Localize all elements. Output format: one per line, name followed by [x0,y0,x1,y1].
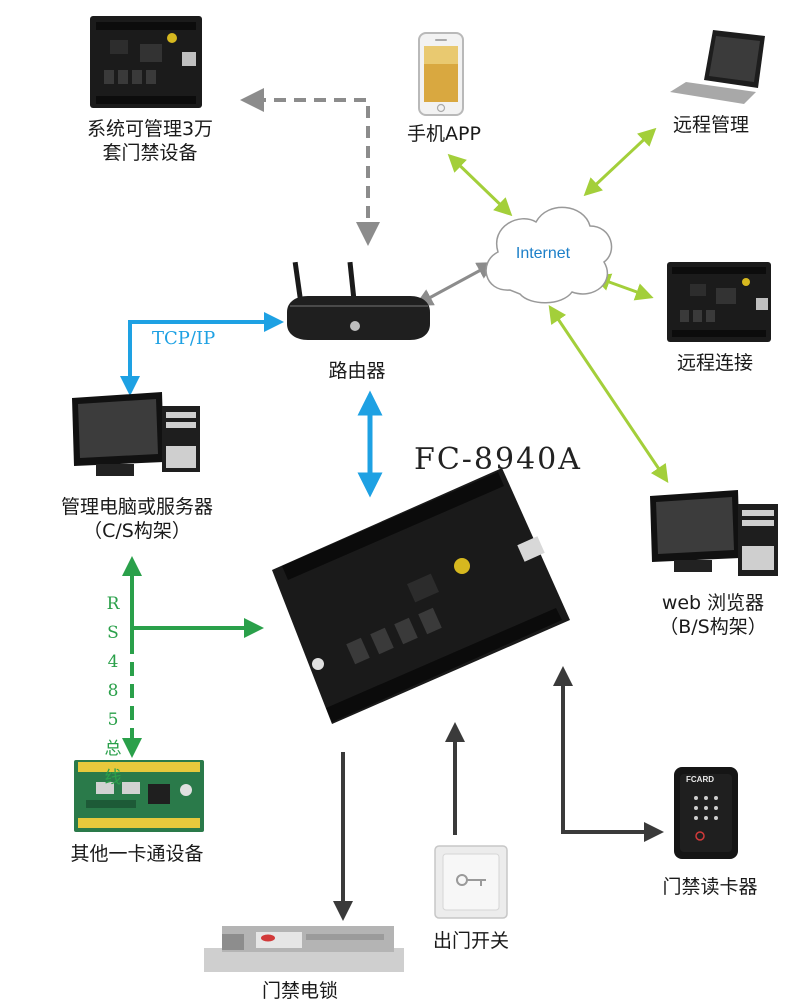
main-controller-board-icon [272,468,570,724]
management-pc-icon [72,392,200,476]
web-browser-label-line1: web 浏览器 [661,592,765,614]
remote-connect-label: 远程连接 [676,352,754,374]
internet-cloud-icon [485,206,613,304]
system-devices-label: 系统可管理3万 套门禁设备 [87,118,213,166]
exit-button-icon [434,845,508,919]
rs485-char: R [106,594,120,614]
management-pc-label-line2: （C/S构架） [83,519,191,542]
rs485-char: S [107,623,119,643]
card-reader-icon [674,767,738,859]
system-devices-label-line2: 套门禁设备 [102,141,198,164]
link-tcpip [120,312,284,396]
rs485-char: 线 [104,768,122,788]
rs485-char: 总 [104,739,122,759]
model-label: FC-8940A [414,442,582,477]
link-router-internet [414,262,496,306]
web-pc-icon [650,490,778,576]
management-pc-label-line1: 管理电脑或服务器 [60,496,214,518]
rs485-char: 4 [107,652,119,672]
remote-manage-label: 远程管理 [672,114,750,136]
door-reader-label: 门禁读卡器 [662,876,758,898]
internet-label: Internet [515,245,571,262]
dashed-link-system [240,88,380,246]
link-reader-controller [553,666,664,842]
door-lock-label: 门禁电锁 [261,980,339,1002]
link-internet-remote-manage [583,127,657,197]
management-pc-label: 管理电脑或服务器 （C/S构架） [61,496,213,544]
laptop-icon [670,30,765,104]
tcpip-label: TCP/IP [152,328,216,349]
router-icon [287,261,430,340]
rs485-char: 5 [107,710,119,730]
link-internet-app [447,153,513,217]
rs485-label: R S 4 8 5 总 线 [104,590,122,793]
exit-switch-label: 出门开关 [432,930,510,952]
rs485-char: 8 [107,681,119,701]
router-label: 路由器 [328,360,386,382]
system-devices-label-line1: 系统可管理3万 [86,118,214,140]
other-devices-board-icon [74,760,204,832]
phone-icon [418,32,464,116]
web-browser-label-line2: （B/S构架） [659,615,767,638]
reader-brand-label: FCARD [686,775,714,784]
mobile-app-label: 手机APP [407,123,481,145]
controller-board-icon [90,16,202,108]
electric-lock-icon [204,926,404,972]
link-internet-web [548,305,669,483]
remote-controller-board-icon [667,262,771,342]
web-browser-label: web 浏览器 （B/S构架） [659,592,767,640]
other-devices-label: 其他一卡通设备 [70,843,204,865]
